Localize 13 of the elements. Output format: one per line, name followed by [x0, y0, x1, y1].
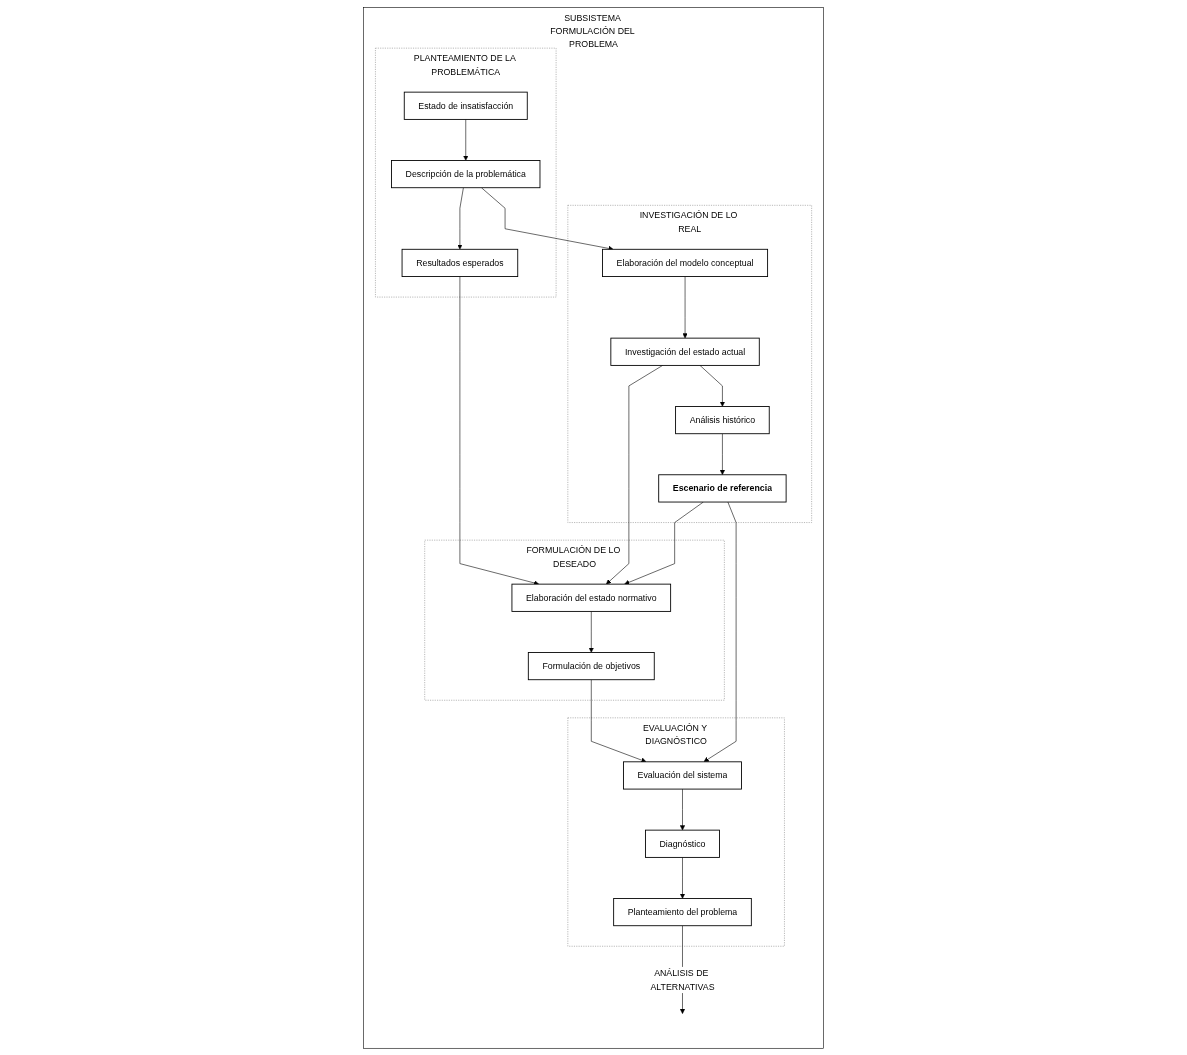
node-box: Investigación del estado actual: [610, 337, 760, 366]
node-box: Estado de insatisfacción: [403, 91, 528, 120]
node-box: Diagnóstico: [644, 829, 720, 858]
node-box: Planteamiento del problema: [613, 897, 752, 926]
node-box: Resultados esperados: [401, 248, 519, 277]
node-box: Elaboración del modelo conceptual: [602, 248, 768, 277]
node-box: Elaboración del estado normativo: [511, 583, 672, 612]
node-box: Análisis histórico: [675, 405, 770, 434]
node-box: Descripción de la problemática: [391, 159, 541, 188]
node-box: Evaluación del sistema: [622, 760, 742, 790]
node-box: Formulación de objetivos: [527, 651, 655, 680]
node-box: Escenario de referencia: [658, 473, 787, 502]
edge-label: ANÁLISIS DE ALTERNATIVAS: [650, 967, 715, 991]
